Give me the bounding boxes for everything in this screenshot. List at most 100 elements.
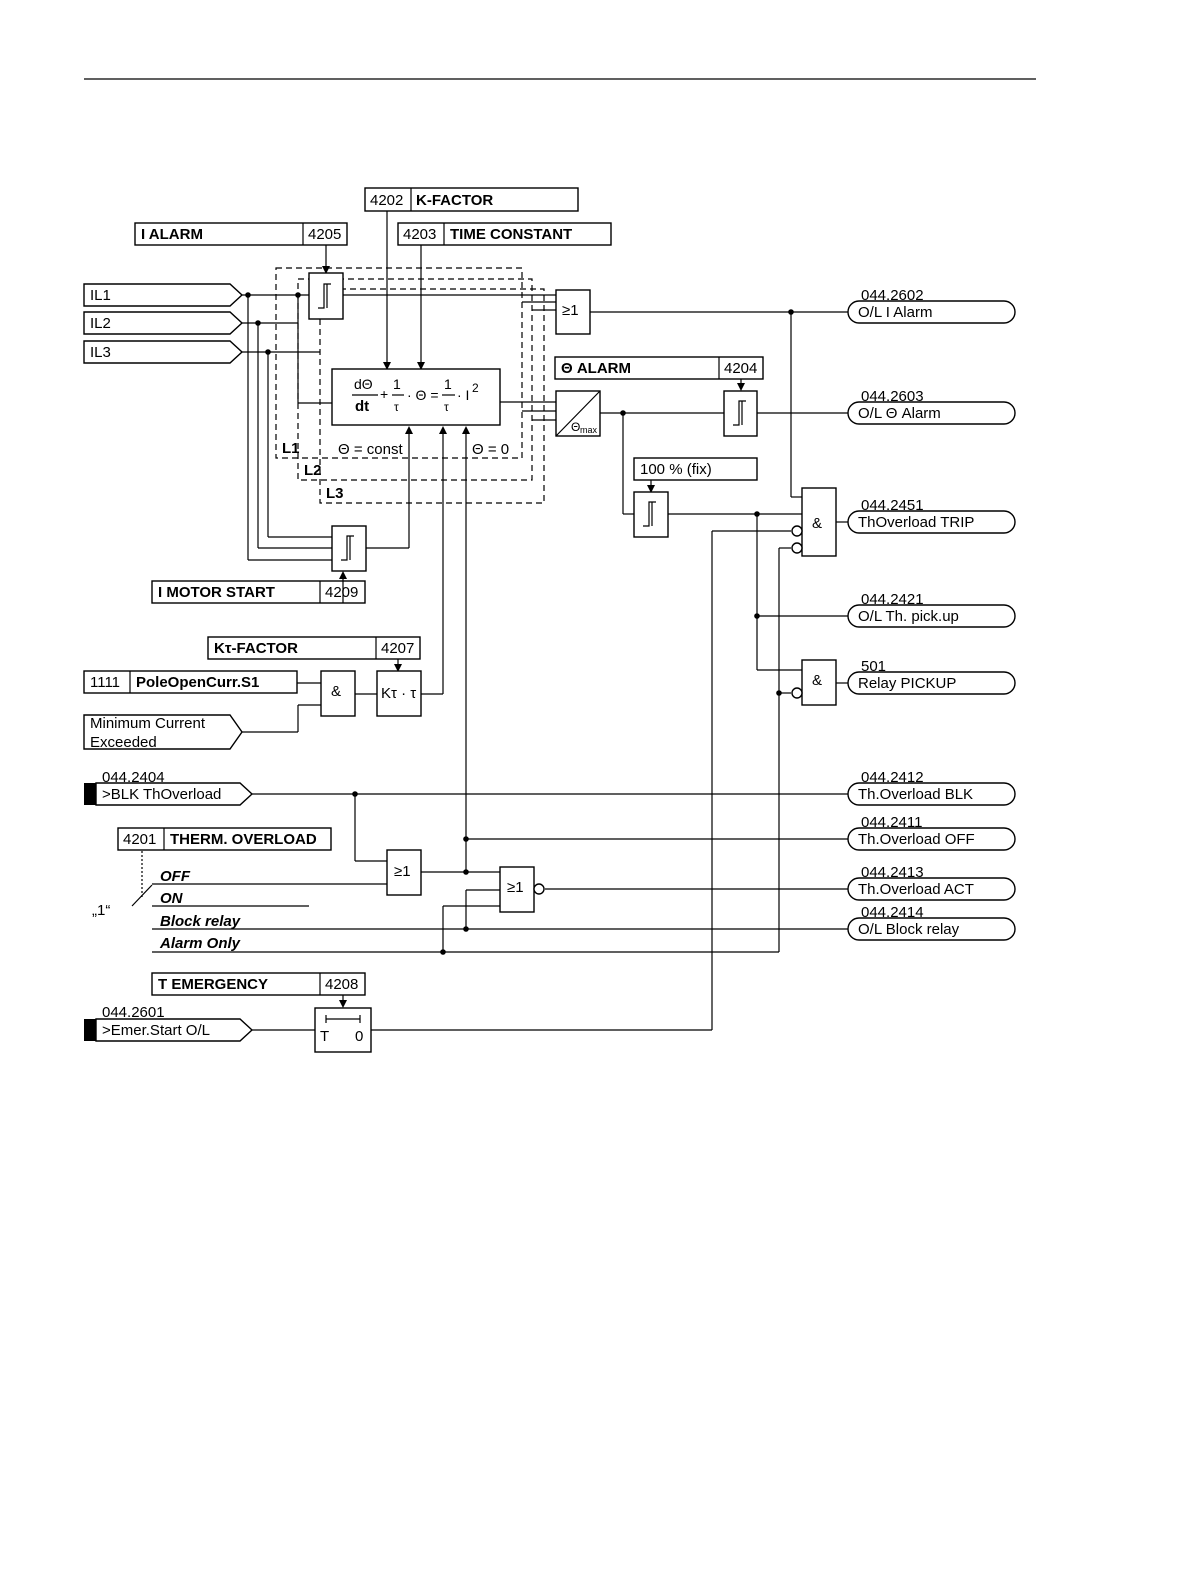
param-label: 100 % (fix) [640,461,712,478]
svg-text:0: 0 [355,1028,363,1045]
theta-const-label: Θ = const [338,441,403,458]
param-num: 4201 [123,831,156,848]
emergency-timer: T 0 [314,1007,372,1053]
svg-text:IL3: IL3 [90,344,111,361]
wires [131,211,848,1031]
svg-text:≥1: ≥1 [394,863,411,880]
svg-text:· I: · I [457,387,469,403]
param-label: I ALARM [141,226,203,243]
svg-text:+: + [380,386,388,402]
theta-max-block: Θ max [555,390,601,437]
phase-l1-label: L1 [282,440,300,457]
param-num: 4207 [381,640,414,657]
mode-labels: OFF ON Block relay Alarm Only „1“ [92,868,241,952]
param-num: 4205 [308,226,341,243]
param-time-constant: 4203 TIME CONSTANT [397,222,612,246]
param-k-factor: 4202 K-FACTOR [364,187,579,212]
svg-text:&: & [331,683,341,700]
svg-text:Exceeded: Exceeded [90,734,157,751]
output-number: 501 [861,658,886,675]
svg-text:IL1: IL1 [90,287,111,304]
svg-text:>Emer.Start O/L: >Emer.Start O/L [102,1022,210,1039]
param-num: 1111 [90,674,120,691]
svg-text:max: max [580,425,598,435]
output-number: 044.2411 [861,814,922,831]
param-num: 4203 [403,226,436,243]
mode-off: OFF [160,868,191,885]
output-label: ThOverload TRIP [858,514,974,531]
phase-l3-label: L3 [326,485,344,502]
and-gate-pickup: & [791,659,837,706]
param-label: T EMERGENCY [158,976,268,993]
output-label: O/L Th. pick.up [858,608,959,625]
output-label: O/L Block relay [858,921,960,938]
theta-zero-label: Θ = 0 [472,441,509,458]
output-label: Th.Overload OFF [858,831,975,848]
param-theta-alarm: Θ ALARM 4204 [554,356,764,380]
param-i-alarm: I ALARM 4205 [134,222,348,246]
mode-alarm-only: Alarm Only [159,935,241,952]
phase-l2-label: L2 [304,462,322,479]
svg-text:&: & [812,515,822,532]
input-emer-start: 044.2601 >Emer.Start O/L [84,1004,254,1042]
output-label: Th.Overload ACT [858,881,974,898]
param-num: 4208 [325,976,358,993]
mode-constant-one: „1“ [92,902,110,919]
svg-text:2: 2 [472,381,479,395]
output-number: 044.2602 [861,287,924,304]
param-i-motor-start: I MOTOR START 4209 [151,580,366,604]
svg-text:τ: τ [444,400,449,414]
svg-text:Kτ · τ: Kτ · τ [381,685,416,702]
phase-frames: L1 L2 L3 [275,267,545,504]
output-label: O/L I Alarm [858,304,932,321]
output-number: 044.2451 [861,497,924,514]
param-num: 4204 [724,360,757,377]
svg-text:1: 1 [444,376,452,392]
and-gate-kt: & [320,670,356,717]
mode-on: ON [160,890,184,907]
param-label: THERM. OVERLOAD [170,831,317,848]
param-label: I MOTOR START [158,584,275,601]
input-blk-thoverload: 044.2404 >BLK ThOverload [84,769,254,806]
svg-text:>BLK ThOverload: >BLK ThOverload [102,786,221,803]
param-kt-factor: Kτ-FACTOR 4207 [207,636,421,660]
param-100-fix: 100 % (fix) [633,457,758,481]
param-therm-overload: 4201 THERM. OVERLOAD [117,827,332,851]
svg-text:IL2: IL2 [90,315,111,332]
mode-block-relay: Block relay [160,913,241,930]
param-pole-open-curr: 1111 PoleOpenCurr.S1 [83,670,298,694]
svg-text:&: & [812,672,822,689]
junctions [245,292,794,955]
input-il3: IL3 [83,340,244,364]
svg-text:dt: dt [355,398,369,415]
svg-text:1: 1 [393,376,401,392]
svg-text:044.2404: 044.2404 [102,769,165,786]
svg-text:≥1: ≥1 [562,302,579,319]
or-gate-act: ≥1 [499,866,545,913]
svg-text:dΘ: dΘ [354,376,373,392]
output-number: 044.2412 [861,769,924,786]
output-number: 044.2421 [861,591,924,608]
theta-alarm-threshold [723,390,758,437]
svg-text:T: T [320,1028,329,1045]
input-il2: IL2 [83,311,244,335]
param-label: Θ ALARM [561,360,631,377]
param-num: 4202 [370,192,403,209]
svg-text:≥1: ≥1 [507,879,524,896]
svg-text:τ: τ [394,400,399,414]
svg-text:Minimum Current: Minimum Current [90,715,206,732]
input-minimum-current: Minimum Current Exceeded [83,714,243,751]
svg-text:· Θ =: · Θ = [407,387,439,403]
output-number: 044.2413 [861,864,924,881]
